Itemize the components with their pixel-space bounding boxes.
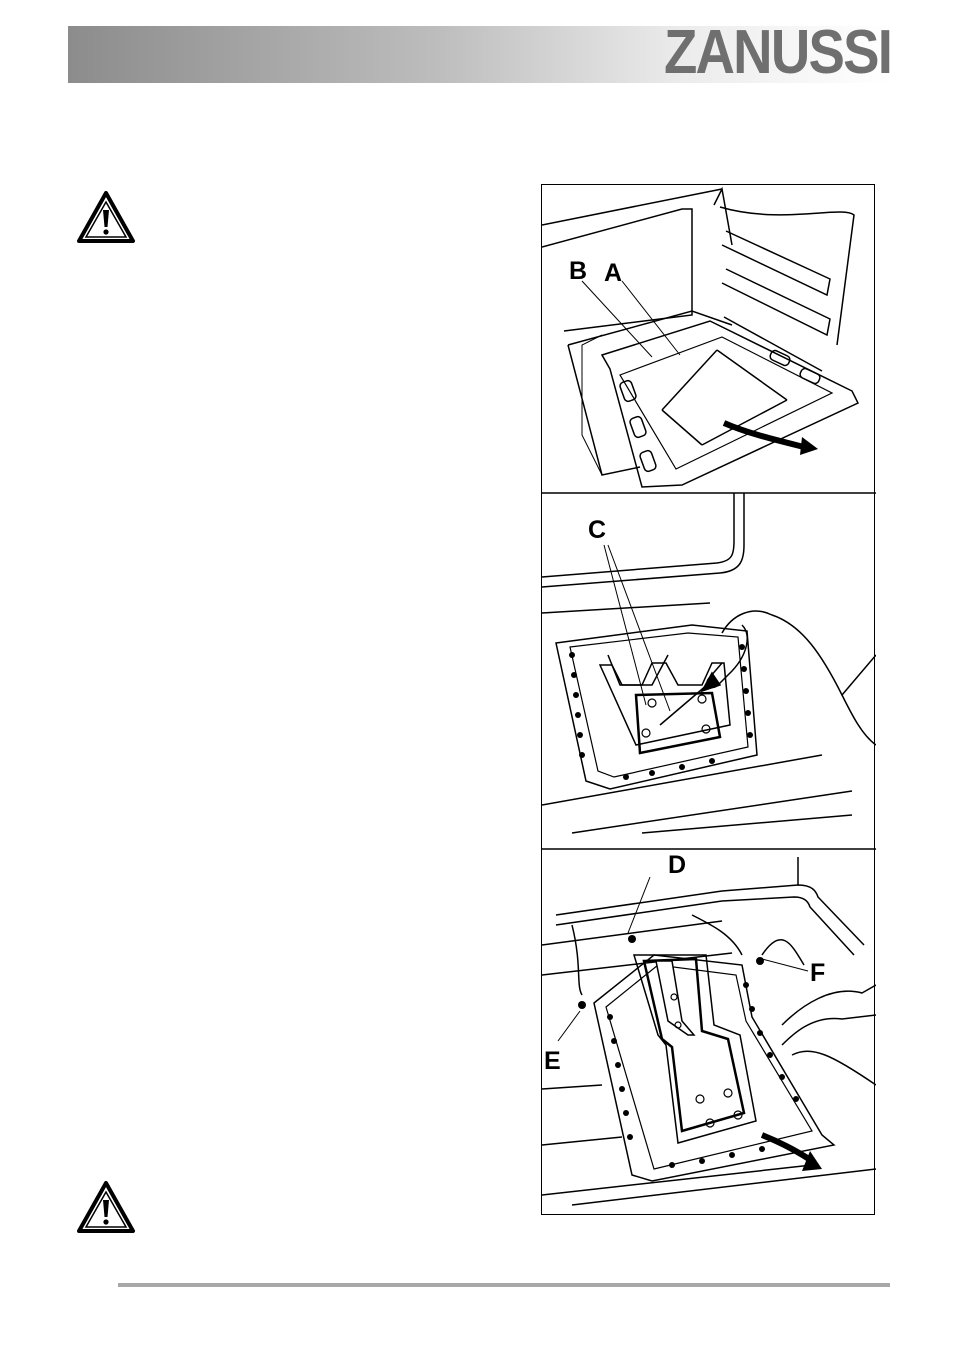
label-f: F	[810, 959, 825, 987]
warning-triangle-icon	[76, 1180, 136, 1234]
panel-3-illustration	[542, 857, 876, 1205]
label-d: D	[668, 851, 686, 879]
instruction-illustrations: B A	[542, 185, 876, 1216]
label-c: C	[588, 516, 606, 544]
panel-2-illustration	[542, 493, 876, 833]
panel-1-illustration	[542, 189, 858, 487]
label-a: A	[604, 259, 622, 287]
warning-triangle-icon	[76, 190, 136, 244]
label-e: E	[544, 1047, 561, 1075]
footer-rule	[118, 1283, 890, 1287]
instruction-figure: B A	[541, 184, 875, 1215]
label-b: B	[569, 257, 587, 285]
brand-logo: ZANUSSI	[664, 22, 891, 84]
